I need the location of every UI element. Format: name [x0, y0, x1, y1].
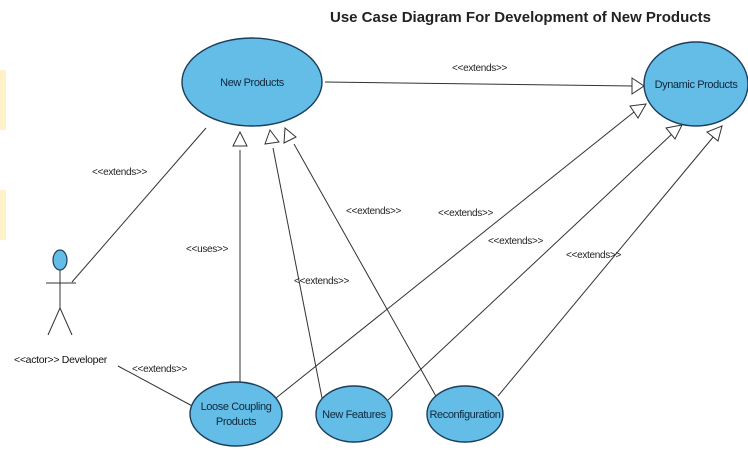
label-newproducts-dynamic: <<extends>> — [452, 63, 508, 74]
edge-developer-newproducts — [71, 127, 207, 283]
usecase-dynamic-products[interactable] — [643, 41, 748, 127]
label-reconfig-dynamic: <<extends>> — [566, 250, 622, 261]
edge-newfeatures-dynamic — [387, 133, 673, 401]
usecase-new-products-label: New Products — [220, 77, 285, 89]
usecase-reconfiguration-label: Reconfiguration — [429, 409, 500, 421]
left-edge-highlight-2 — [0, 190, 6, 240]
usecase-loose-coupling-label-line2: Products — [216, 416, 257, 428]
arrowhead-newproducts-1 — [232, 130, 248, 147]
usecase-new-features[interactable] — [315, 385, 393, 443]
label-loose-newproducts: <<uses>> — [186, 244, 229, 255]
left-edge-highlight — [0, 70, 6, 130]
edge-loose-dynamic — [275, 111, 635, 399]
arrowhead-dynamic-2 — [665, 124, 683, 140]
usecase-loose-coupling-label-line1: Loose Coupling — [201, 401, 272, 413]
usecase-new-features-label: New Features — [322, 409, 387, 421]
label-reconfig-newproducts: <<extends>> — [346, 206, 402, 217]
edge-newproducts-dynamic — [324, 81, 634, 87]
label-developer-newproducts: <<extends>> — [92, 167, 148, 178]
actor-developer[interactable] — [46, 249, 76, 336]
actor-head — [52, 249, 68, 271]
label-loose-dynamic: <<extends>> — [438, 208, 494, 219]
edge-reconfig-dynamic — [497, 135, 715, 397]
arrowhead-newproducts-2 — [264, 128, 280, 145]
usecase-dynamic-products-label: Dynamic Products — [655, 79, 739, 91]
actor-left-leg — [47, 307, 61, 336]
arrowhead-dynamic-3 — [706, 125, 723, 142]
usecase-loose-coupling[interactable] — [189, 381, 283, 447]
label-newfeatures-dynamic: <<extends>> — [488, 236, 544, 247]
edge-developer-loose — [117, 365, 197, 409]
usecase-new-products[interactable] — [181, 37, 323, 127]
edge-newfeatures-newproducts — [272, 147, 323, 399]
label-newfeatures-newproducts: <<extends>> — [294, 276, 350, 287]
diagram-title: Use Case Diagram For Development of New … — [330, 9, 711, 26]
usecase-reconfiguration[interactable] — [426, 385, 504, 443]
arrowhead-dynamic-1 — [629, 103, 647, 119]
edge-reconfig-newproducts — [293, 143, 438, 399]
arrowhead-dynamic-left — [631, 77, 645, 95]
arrowhead-newproducts-3 — [283, 126, 297, 144]
actor-developer-label: <<actor>> Developer — [14, 354, 108, 366]
actor-right-leg — [59, 307, 73, 336]
label-developer-loose: <<extends>> — [132, 364, 188, 375]
